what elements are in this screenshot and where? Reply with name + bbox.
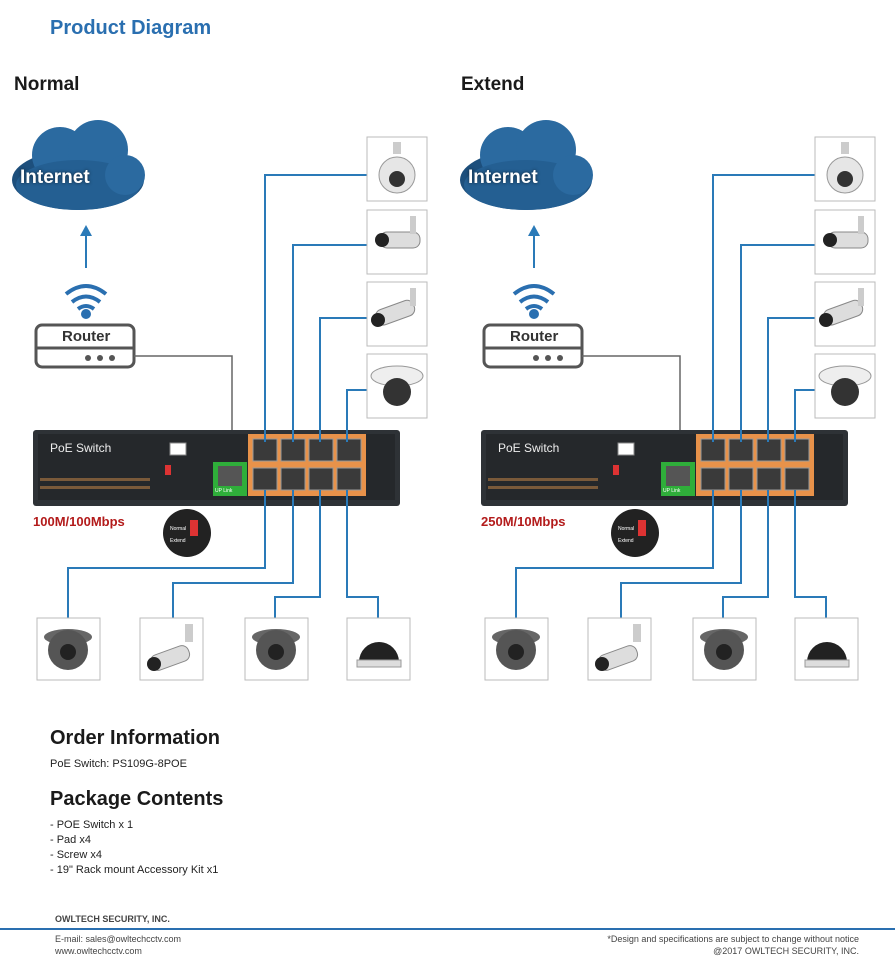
status-port-icon	[617, 442, 635, 456]
bullet-camera-icon	[366, 209, 428, 275]
package-list: - POE Switch x 1 - Pad x4 - Screw x4 - 1…	[50, 818, 218, 878]
wifi-icon	[512, 284, 556, 319]
dome-camera-icon	[346, 617, 411, 681]
poe-cable	[346, 389, 368, 442]
dome-camera-icon	[794, 617, 859, 681]
svg-text:Extend: Extend	[170, 538, 186, 544]
dome-camera-icon	[484, 617, 549, 681]
footer-divider	[0, 928, 895, 930]
mode-switch-icon	[165, 465, 171, 475]
poe-port[interactable]	[280, 438, 306, 462]
poe-cable	[274, 490, 321, 618]
footer-email[interactable]: E-mail: sales@owltechcctv.com	[55, 934, 181, 944]
poe-cable	[67, 490, 266, 618]
bullet-camera-icon	[814, 281, 876, 347]
router-icon	[34, 323, 136, 369]
poe-cable	[264, 174, 368, 442]
cloud-label: Internet	[20, 167, 90, 188]
poe-port[interactable]	[308, 438, 334, 462]
bullet-camera-icon	[366, 281, 428, 347]
poe-port[interactable]	[784, 438, 810, 462]
footer-company: OWLTECH SECURITY, INC.	[55, 914, 170, 924]
page-title: Product Diagram	[50, 17, 212, 39]
poe-cable	[346, 490, 379, 618]
dome-camera-icon	[36, 617, 101, 681]
uplink-label: UP Link	[215, 488, 233, 494]
dome-camera-icon	[366, 353, 428, 419]
switch-label: PoE Switch	[50, 441, 112, 455]
poe-port[interactable]	[784, 467, 810, 491]
package-item: - Pad x4	[50, 834, 91, 846]
router-label: Router	[510, 328, 559, 345]
poe-cable	[172, 490, 294, 618]
poe-port[interactable]	[252, 438, 278, 462]
footer-copyright: @2017 OWLTECH SECURITY, INC.	[713, 946, 859, 956]
svg-text:Extend: Extend	[618, 538, 634, 544]
speed-label: 100M/100Mbps	[33, 514, 125, 529]
package-item: - POE Switch x 1	[50, 819, 134, 831]
bullet-camera-icon	[587, 617, 652, 681]
poe-port[interactable]	[700, 438, 726, 462]
poe-cable	[620, 490, 742, 618]
footer-website[interactable]: www.owltechcctv.com	[55, 946, 142, 956]
mode-title: Normal	[14, 74, 80, 95]
package-item: - Screw x4	[50, 849, 102, 861]
dome-camera-icon	[814, 353, 876, 419]
poe-port[interactable]	[336, 467, 362, 491]
poe-switch	[481, 430, 848, 506]
router-label: Router	[62, 328, 111, 345]
poe-port[interactable]	[756, 438, 782, 462]
package-item: - 19" Rack mount Accessory Kit x1	[50, 864, 219, 876]
poe-cable	[722, 490, 769, 618]
order-model: PoE Switch: PS109G-8POE	[50, 758, 187, 770]
poe-port[interactable]	[728, 467, 754, 491]
poe-cable	[794, 490, 827, 618]
dome-camera-icon	[244, 617, 309, 681]
package-heading: Package Contents	[50, 788, 224, 810]
ptz-dome-camera-icon	[814, 136, 876, 202]
bullet-camera-icon	[139, 617, 204, 681]
internet-cloud-icon	[460, 120, 593, 210]
mode-switch-icon	[613, 465, 619, 475]
arrow-up-icon	[80, 225, 92, 268]
poe-cable	[319, 317, 368, 442]
status-port-icon	[169, 442, 187, 456]
poe-cable	[767, 317, 816, 442]
poe-cable	[712, 174, 816, 442]
poe-port[interactable]	[336, 438, 362, 462]
ptz-dome-camera-icon	[366, 136, 428, 202]
poe-port[interactable]	[280, 467, 306, 491]
poe-cable	[515, 490, 714, 618]
uplink-label: UP Link	[663, 488, 681, 494]
footer-disclaimer: *Design and specifications are subject t…	[607, 934, 859, 944]
poe-port[interactable]	[756, 467, 782, 491]
arrow-up-icon	[528, 225, 540, 268]
poe-switch	[33, 430, 400, 506]
wifi-icon	[64, 284, 108, 319]
switch-label: PoE Switch	[498, 441, 560, 455]
poe-port[interactable]	[252, 467, 278, 491]
poe-port[interactable]	[728, 438, 754, 462]
router-icon	[482, 323, 584, 369]
order-heading: Order Information	[50, 727, 221, 749]
speed-label: 250M/10Mbps	[481, 514, 566, 529]
poe-cable	[740, 244, 816, 442]
poe-cable	[292, 244, 368, 442]
poe-port[interactable]	[700, 467, 726, 491]
mode-title: Extend	[461, 74, 525, 95]
poe-cable	[794, 389, 816, 442]
svg-text:Normal: Normal	[170, 526, 186, 532]
bullet-camera-icon	[814, 209, 876, 275]
cloud-label: Internet	[468, 167, 538, 188]
svg-text:Normal: Normal	[618, 526, 634, 532]
poe-port[interactable]	[308, 467, 334, 491]
dome-camera-icon	[692, 617, 757, 681]
internet-cloud-icon	[12, 120, 145, 210]
